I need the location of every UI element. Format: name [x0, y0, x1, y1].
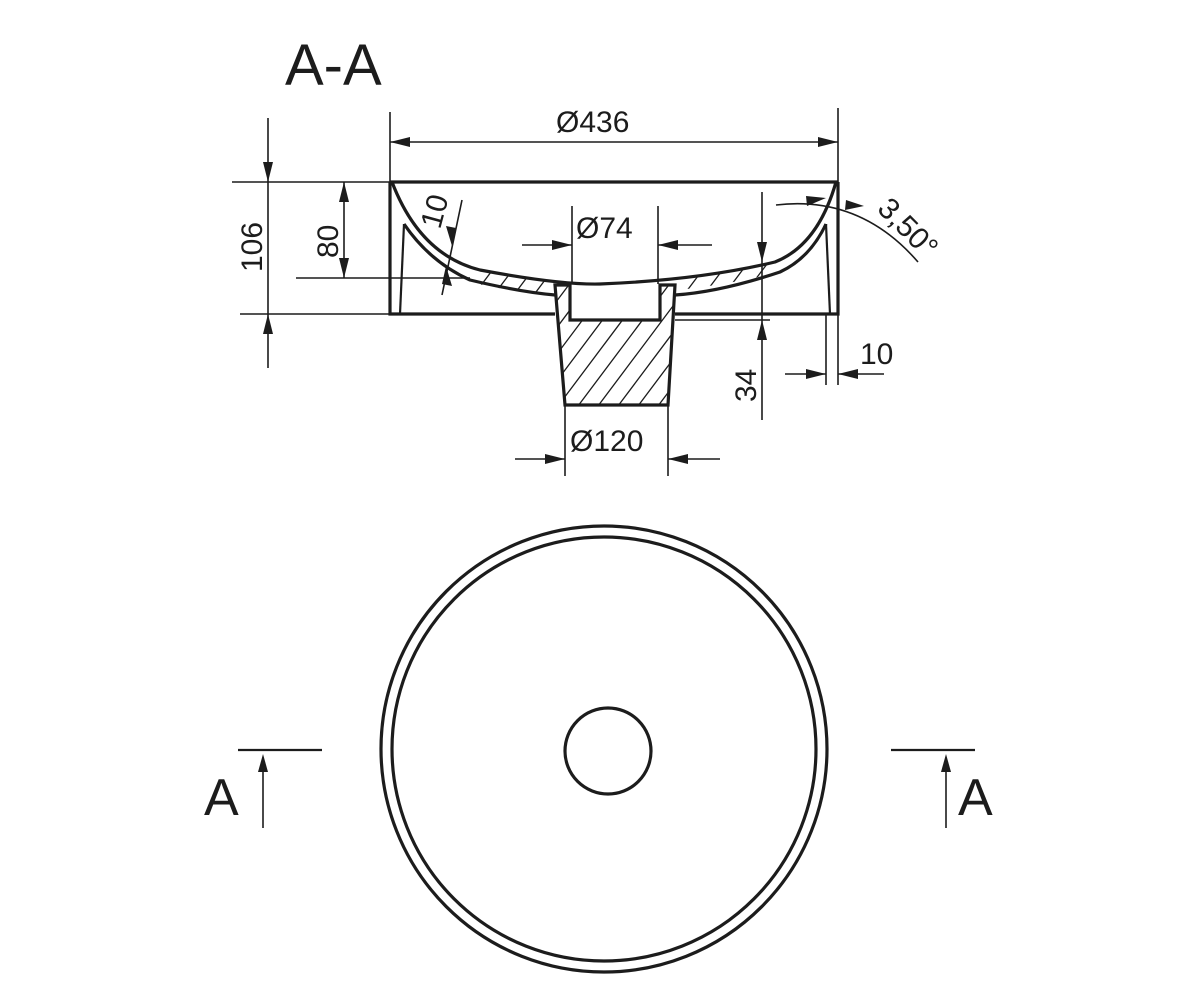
plan-view: A A: [204, 524, 993, 974]
section-marker-left: A: [204, 769, 239, 827]
basin-inner-circle: [390, 535, 818, 963]
dim-total-height: 106: [236, 222, 269, 272]
dim-rim-thickness: 10: [860, 338, 893, 371]
section-view: Ø436 Ø74 Ø120 106 80 10: [232, 106, 944, 476]
wall-hatching: [469, 259, 771, 296]
bowl-outer-curve: [402, 223, 556, 297]
section-title: A-A: [285, 33, 382, 98]
left-skirt: [398, 223, 406, 315]
left-outer-wall: [388, 182, 555, 316]
bowl-outer-curve-right: [674, 223, 828, 297]
right-skirt: [824, 223, 832, 315]
dim-drain-height: 34: [730, 369, 763, 402]
dim-base-diameter: Ø120: [570, 425, 643, 458]
basin-outer-circle: [379, 524, 829, 974]
dim-draft-angle: 3,50°: [871, 192, 944, 265]
dim-bowl-depth: 80: [312, 225, 345, 258]
section-marker-right: A: [958, 769, 993, 827]
dim-outer-diameter: Ø436: [556, 106, 629, 139]
drain-hole-circle: [563, 706, 653, 796]
dim-wall-thickness: 10: [415, 191, 456, 232]
bowl-inner-curve: [390, 181, 838, 286]
dim-drain-diameter: Ø74: [576, 212, 633, 245]
